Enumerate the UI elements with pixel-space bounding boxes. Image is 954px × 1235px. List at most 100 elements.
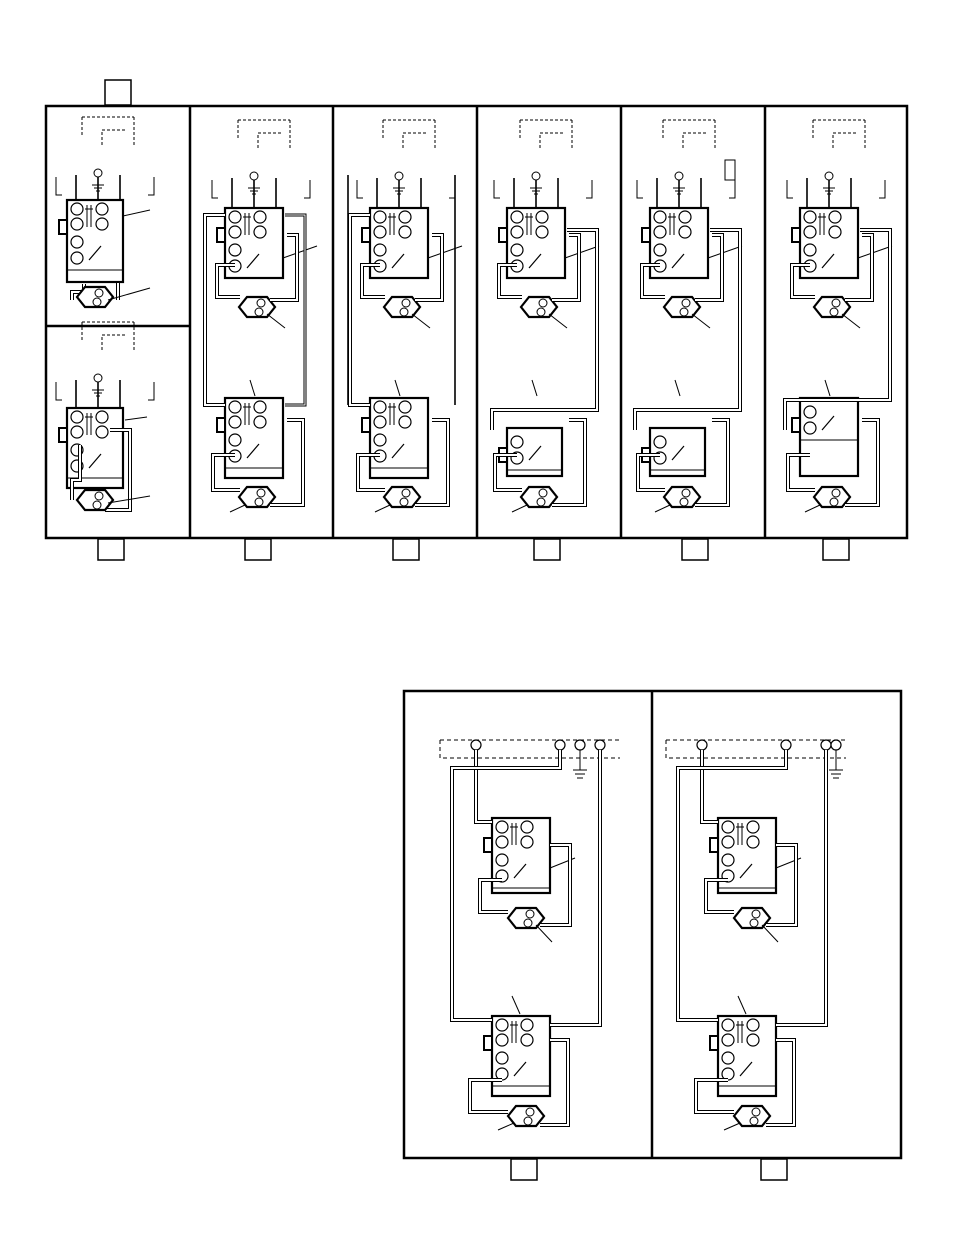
element-screw <box>95 289 103 297</box>
terminal-screw <box>511 226 523 238</box>
ground-screw <box>94 374 102 382</box>
terminal-screw <box>96 218 108 230</box>
conduit-bracket <box>494 180 500 198</box>
terminal-screw <box>747 1019 759 1031</box>
element-screw <box>93 501 101 509</box>
element-screw <box>832 299 840 307</box>
element-screw <box>832 489 840 497</box>
conduit-bracket <box>787 180 793 198</box>
supply-terminal <box>555 740 565 750</box>
callout-leader <box>512 996 520 1014</box>
thermostat <box>217 208 283 278</box>
wiring-panels <box>56 117 892 1130</box>
wire-outer <box>350 215 370 405</box>
callout-leader <box>708 246 742 258</box>
reset-button <box>710 838 718 852</box>
ground-screw <box>532 172 540 180</box>
thermostat <box>217 398 283 478</box>
supply-terminal <box>821 740 831 750</box>
ground-symbol <box>829 750 843 778</box>
terminal-screw <box>722 854 734 866</box>
callout-leader <box>512 505 527 512</box>
heating-element <box>814 487 850 507</box>
panel-dual-element-simultaneous <box>348 120 462 512</box>
panel-tab <box>245 539 271 560</box>
panel-tab <box>682 539 708 560</box>
callout-leader <box>108 288 150 300</box>
wire-outer <box>776 750 826 1025</box>
power-supply-leads <box>212 120 310 208</box>
callout-leader <box>250 380 255 396</box>
thermostat <box>484 1016 550 1096</box>
callout-leader <box>738 996 746 1014</box>
terminal-screw <box>254 211 266 223</box>
callout-leader <box>267 314 285 328</box>
conduit-bracket <box>586 180 592 198</box>
callout-leader <box>858 246 892 258</box>
terminal-screw <box>496 854 508 866</box>
conduit-bracket <box>148 177 154 195</box>
element-screw <box>539 489 547 497</box>
terminal-screw <box>829 211 841 223</box>
heating-element <box>521 487 557 507</box>
panel-tab <box>534 539 560 560</box>
terminal-screw <box>71 252 83 264</box>
reset-button <box>642 228 650 242</box>
panel-bottom-right <box>666 740 846 1130</box>
terminal-screw <box>496 821 508 833</box>
terminal-screw <box>496 836 508 848</box>
field-wiring-dashed <box>238 120 290 148</box>
wire-outer <box>550 750 600 1025</box>
terminal-screw <box>496 1034 508 1046</box>
conduit-bracket <box>304 180 310 198</box>
panel-tab <box>511 1159 537 1180</box>
heating-element <box>77 287 113 307</box>
terminal-screw <box>679 211 691 223</box>
element-screw <box>400 498 408 506</box>
element-screw <box>537 498 545 506</box>
element-screw <box>752 1108 760 1116</box>
field-wiring-dashed <box>383 120 435 148</box>
ground-screw <box>825 172 833 180</box>
reset-button <box>792 228 800 242</box>
heating-element <box>384 297 420 317</box>
supply-terminal <box>781 740 791 750</box>
wire-inner <box>702 750 718 822</box>
terminal-screw <box>521 1034 533 1046</box>
terminal-screw <box>804 226 816 238</box>
terminal-screw <box>654 436 666 448</box>
terminal-screw <box>96 426 108 438</box>
reset-button <box>362 418 370 432</box>
callout-leader <box>675 380 680 396</box>
terminal-screw <box>804 211 816 223</box>
terminal-screw <box>71 218 83 230</box>
reset-button <box>499 228 507 242</box>
junction-box-dashed <box>440 740 620 758</box>
thermostat <box>710 1016 776 1096</box>
terminal-screw <box>747 836 759 848</box>
terminal-screw <box>747 821 759 833</box>
ground-screw <box>250 172 258 180</box>
power-supply-leads <box>637 120 735 208</box>
heating-element <box>814 297 850 317</box>
reset-button <box>59 428 67 442</box>
terminal-screw <box>374 401 386 413</box>
element-screw <box>400 308 408 316</box>
heating-element <box>77 490 113 510</box>
conduit-bracket <box>56 382 62 400</box>
terminal-screw <box>71 426 83 438</box>
terminal-screw <box>71 411 83 423</box>
element-screw <box>257 299 265 307</box>
thermostat <box>362 208 428 278</box>
terminal-screw <box>374 416 386 428</box>
thermostat <box>792 208 858 278</box>
panel-dual-element-variant-5 <box>785 120 892 512</box>
panel-dual-element-variant-4 <box>635 120 742 512</box>
element-screw <box>539 299 547 307</box>
callout-leader <box>395 380 400 396</box>
element-screw <box>526 1108 534 1116</box>
terminal-screw <box>654 244 666 256</box>
conduit-bracket <box>729 180 735 198</box>
terminal-screw <box>229 434 241 446</box>
